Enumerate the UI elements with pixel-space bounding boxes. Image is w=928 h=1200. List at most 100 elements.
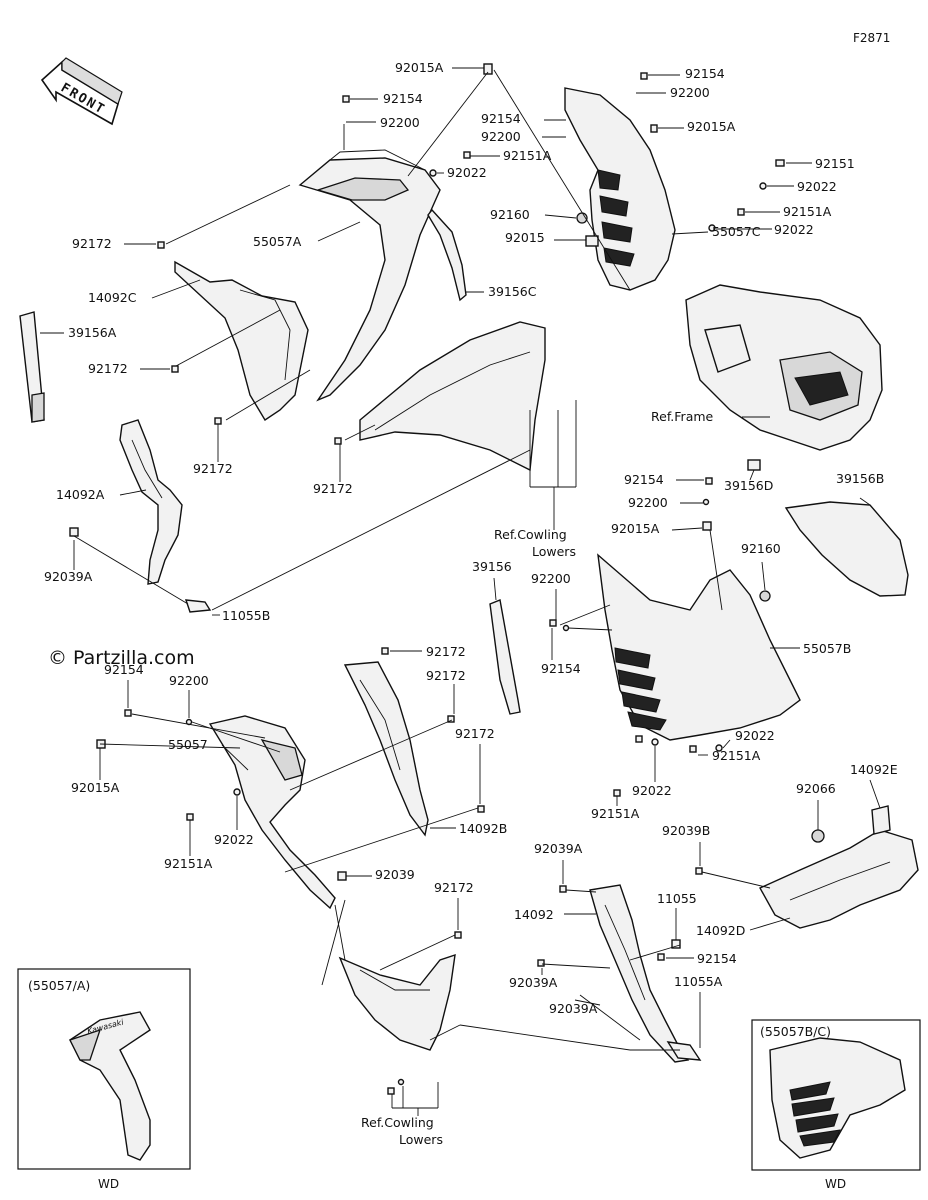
part-label: 39156A — [68, 325, 117, 340]
strip-39156 — [489, 599, 521, 715]
part-label: 92039B — [662, 823, 710, 838]
watermark: © Partzilla.com — [48, 647, 195, 669]
part-label: 92039A — [534, 841, 583, 856]
part-label: 92200 — [169, 673, 209, 688]
part-label: 92172 — [88, 361, 128, 376]
clip-39156d — [747, 459, 761, 471]
part-label: 92015A — [611, 521, 660, 536]
part-label: 92154 — [624, 472, 664, 487]
part-label: 92200 — [531, 571, 571, 586]
part-label: 92200 — [628, 495, 668, 510]
part-label: 39156B — [836, 471, 884, 486]
part-label: 92015A — [71, 780, 120, 795]
part-label: 92151A — [164, 856, 213, 871]
inset-left-code: WD — [98, 1177, 119, 1191]
part-label: 11055B — [222, 608, 270, 623]
part-label: 92151A — [783, 204, 832, 219]
part-label: 92172 — [426, 668, 466, 683]
bracket-11055b — [184, 599, 212, 613]
part-label: 55057 — [168, 737, 208, 752]
part-label: 92151 — [815, 156, 855, 171]
part-label: 92172 — [72, 236, 112, 251]
part-label: 92172 — [426, 644, 466, 659]
grommet-92066 — [811, 829, 825, 843]
part-label: 92039 — [375, 867, 415, 882]
part-label: 92022 — [774, 222, 814, 237]
leader-lines — [40, 67, 881, 1116]
upper-cowl-right — [564, 87, 676, 291]
part-label: 39156D — [724, 478, 773, 493]
inset-right: (55057B/C) WD — [751, 1019, 921, 1191]
part-label: 92154 — [697, 951, 737, 966]
part-label: 39156 — [472, 559, 512, 574]
inner-panel-14092c — [174, 260, 309, 421]
part-label: 11055 — [657, 891, 697, 906]
inset-left-title: (55057/A) — [28, 978, 90, 993]
hardware — [69, 63, 785, 1095]
plate-14092e — [871, 805, 891, 835]
part-label: 92154 — [383, 91, 423, 106]
part-label: 92022 — [632, 783, 672, 798]
part-label: Lowers — [532, 544, 576, 559]
part-label: 92151A — [591, 806, 640, 821]
part-label: 92151A — [503, 148, 552, 163]
shield-14092d — [759, 829, 919, 929]
bracket-11055a — [666, 1041, 702, 1061]
bracket-14092a — [119, 419, 183, 585]
inset-left: (55057/A) Kawasaki WD — [17, 968, 191, 1191]
part-label: 14092C — [88, 290, 137, 305]
part-label: 55057B — [803, 641, 851, 656]
inner-panel-lower-left — [338, 953, 456, 1051]
pad-39156b — [784, 501, 909, 597]
part-label: 92160 — [741, 541, 781, 556]
strip-39156c — [427, 208, 467, 302]
strip-39156a-end — [31, 392, 45, 423]
inset-right-code: WD — [825, 1177, 846, 1191]
part-label: 92172 — [455, 726, 495, 741]
inset-right-title: (55057B/C) — [760, 1024, 831, 1039]
part-label: 92015A — [687, 119, 736, 134]
part-label: 14092 — [514, 907, 554, 922]
part-label: 14092B — [459, 821, 507, 836]
part-label: 92022 — [447, 165, 487, 180]
part-label: 14092D — [696, 923, 745, 938]
part-label: 92151A — [712, 748, 761, 763]
part-label: 14092E — [850, 762, 898, 777]
part-label: 92172 — [313, 481, 353, 496]
part-label: 92200 — [380, 115, 420, 130]
part-label: 92039A — [44, 569, 93, 584]
upper-cowl-left — [298, 149, 441, 402]
part-label: Lowers — [399, 1132, 443, 1147]
part-label: 92200 — [481, 129, 521, 144]
part-labels: 92015A 92154 92200 92154 92200 92154 92015A 922… — [44, 60, 898, 1147]
part-label: 92200 — [670, 85, 710, 100]
part-label: 11055A — [674, 974, 723, 989]
part-label: Ref.Cowling — [361, 1115, 434, 1130]
part-label: 92154 — [685, 66, 725, 81]
part-label: 92172 — [193, 461, 233, 476]
part-label: 92039A — [509, 975, 558, 990]
part-label: 39156C — [488, 284, 537, 299]
part-label: 92172 — [434, 880, 474, 895]
part-label: 92015A — [395, 60, 444, 75]
part-label: 14092A — [56, 487, 105, 502]
inner-cowl-middle — [359, 321, 546, 472]
part-label: 92154 — [104, 662, 144, 677]
part-label: 92015 — [505, 230, 545, 245]
part-label: 55057C — [712, 224, 761, 239]
figure-code: F2871 — [853, 31, 890, 45]
part-label: 55057A — [253, 234, 302, 249]
part-label: 92154 — [481, 111, 521, 126]
lower-cowl-right — [597, 553, 801, 741]
part-label: 92022 — [735, 728, 775, 743]
part-label: 92066 — [796, 781, 836, 796]
part-label: 92022 — [797, 179, 837, 194]
frame-ref — [685, 284, 883, 451]
part-label: 92154 — [541, 661, 581, 676]
part-label: Ref.Cowling — [494, 527, 567, 542]
part-label: 92022 — [214, 832, 254, 847]
front-arrow-icon: FRONT — [40, 57, 123, 126]
lower-cowl-left — [208, 715, 336, 910]
part-label: Ref.Frame — [651, 409, 714, 424]
